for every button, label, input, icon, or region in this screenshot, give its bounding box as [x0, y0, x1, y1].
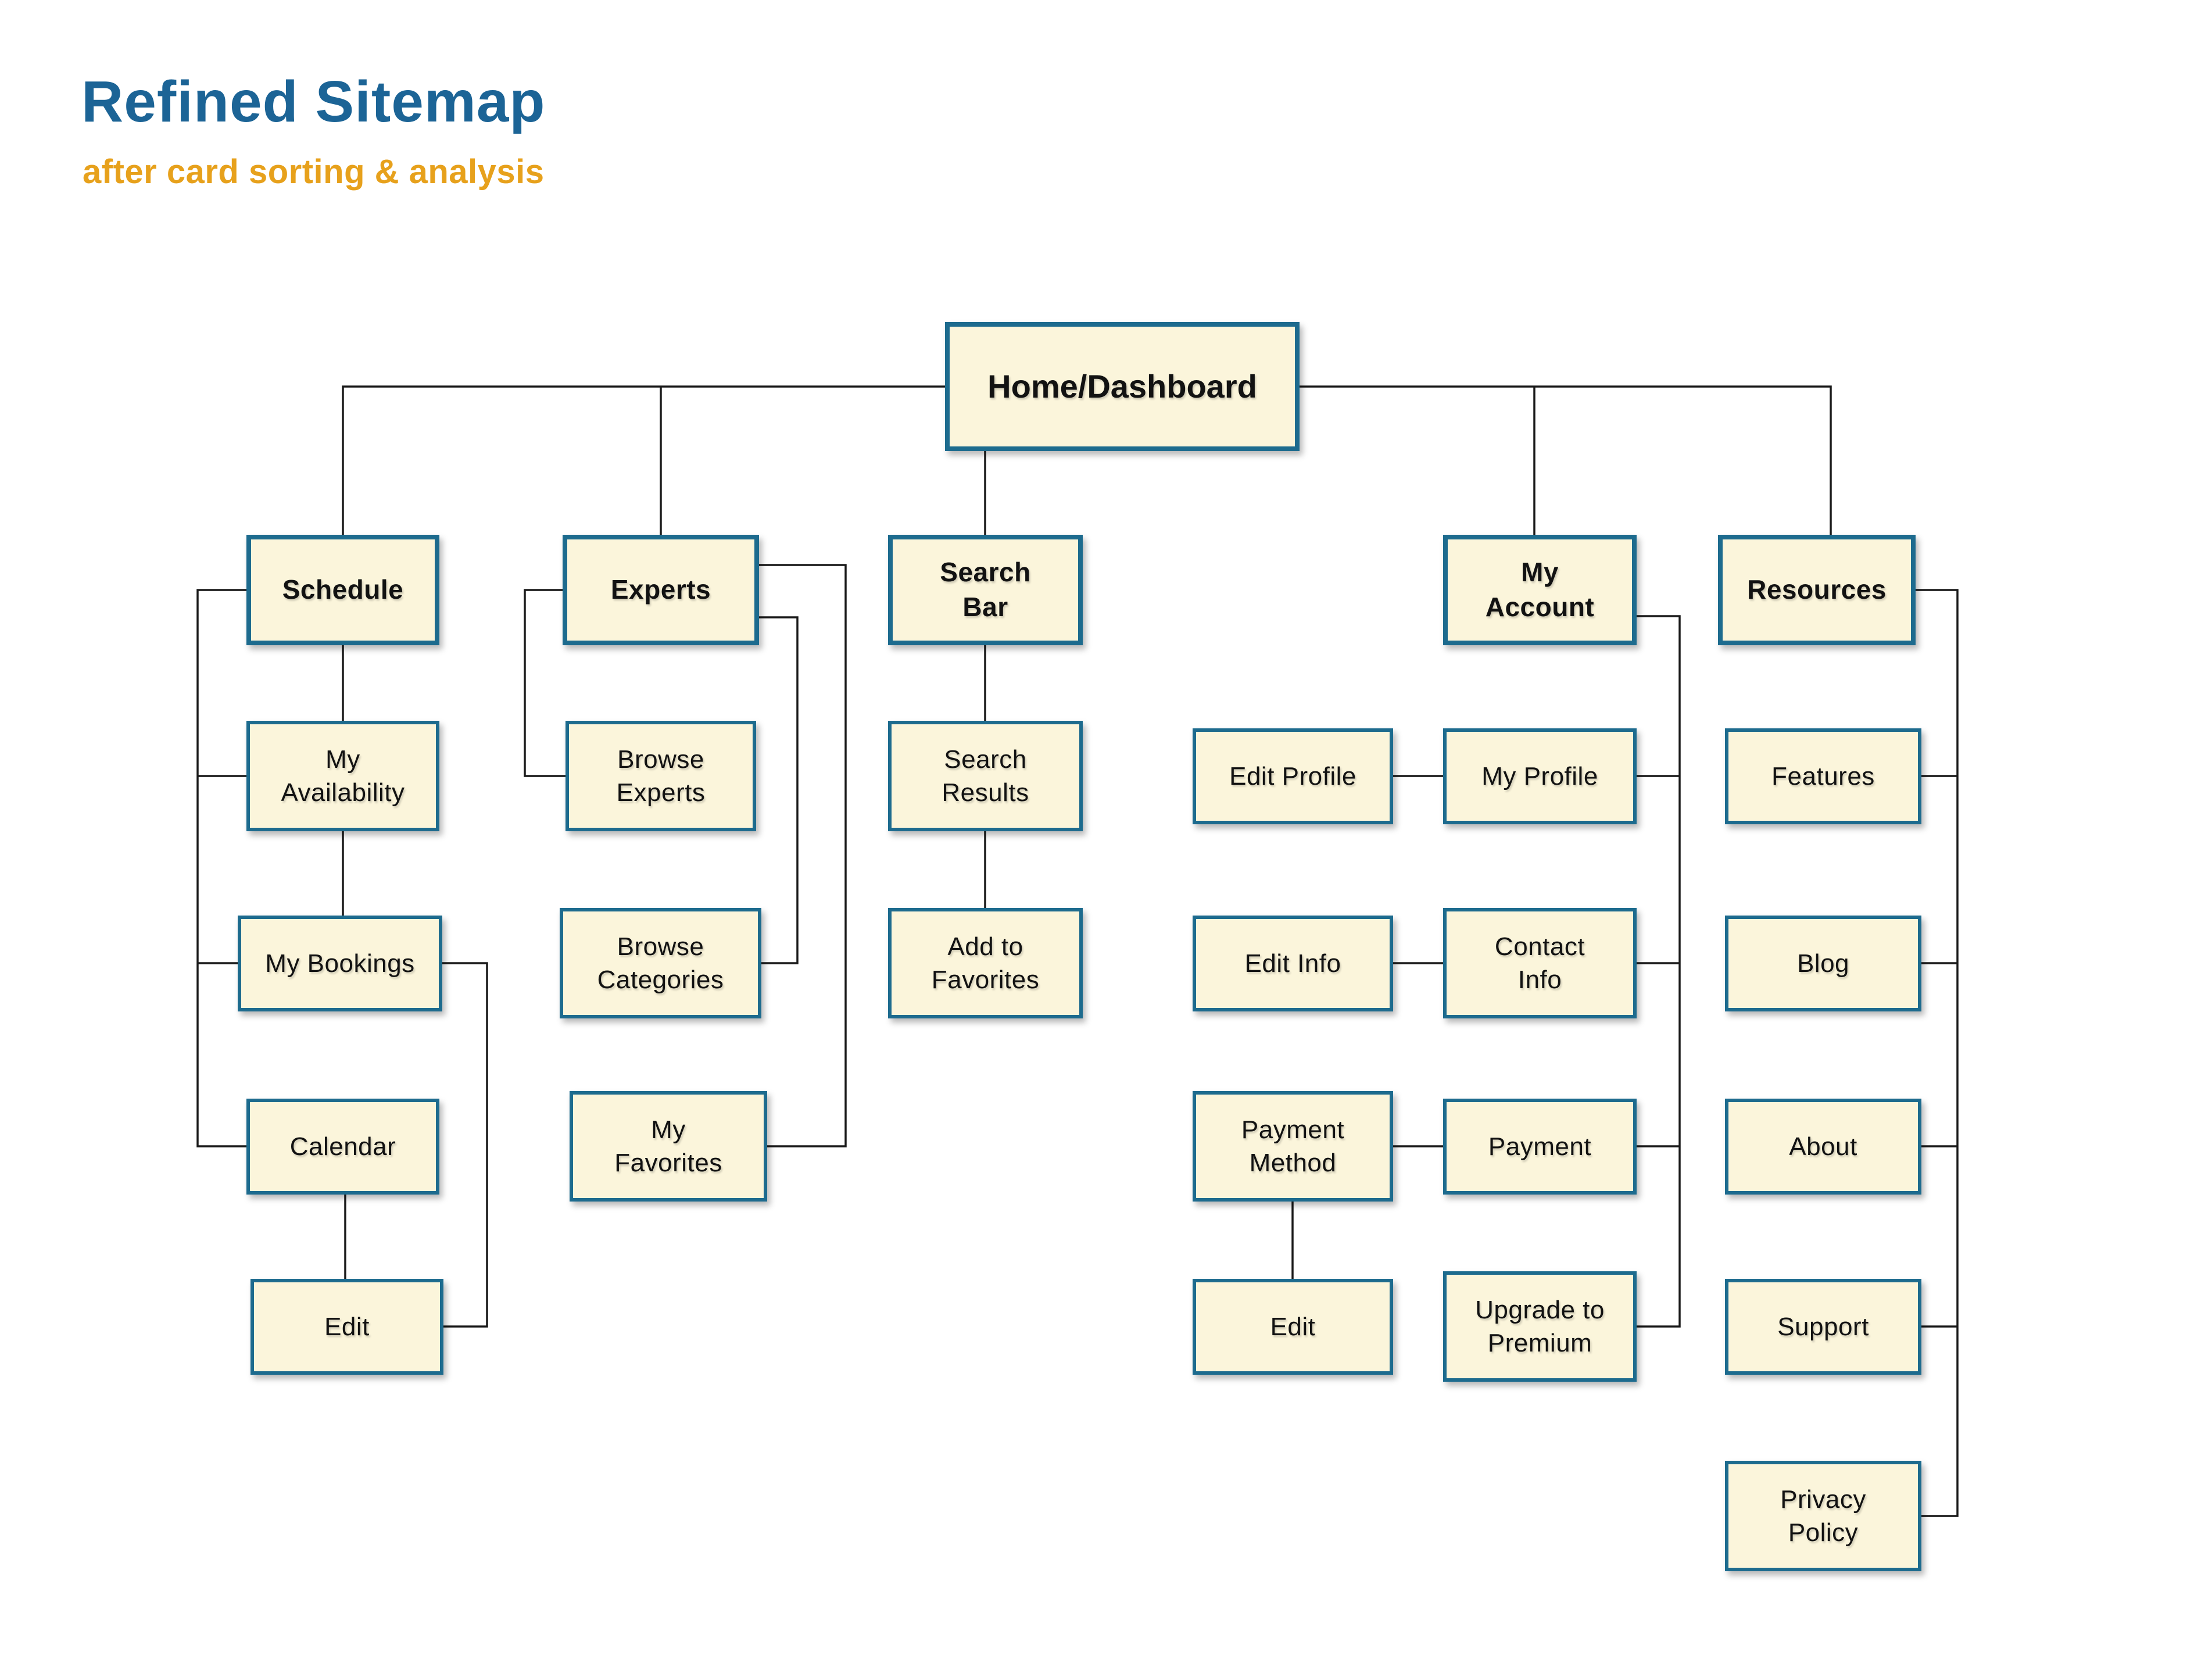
node-experts: Experts: [563, 535, 759, 645]
node-support: Support: [1725, 1279, 1921, 1375]
node-contact-info: Contact Info: [1443, 908, 1637, 1018]
connector-schedule-left-bracket: [196, 589, 246, 1147]
node-edit-profile: Edit Profile: [1193, 728, 1393, 824]
node-my-favorites: My Favorites: [570, 1091, 767, 1202]
node-edit-info: Edit Info: [1193, 916, 1393, 1011]
node-add-to-favorites: Add to Favorites: [888, 908, 1083, 1018]
node-resources: Resources: [1718, 535, 1916, 645]
node-payment-method: Payment Method: [1193, 1091, 1393, 1202]
page-title: Refined Sitemap: [81, 69, 546, 134]
node-about: About: [1725, 1099, 1921, 1195]
node-privacy-policy: Privacy Policy: [1725, 1461, 1921, 1571]
node-schedule-edit: Edit: [250, 1279, 443, 1375]
connector-home-right-rail: [1300, 385, 1832, 535]
connector-mybookings-edit-bracket: [442, 962, 488, 1328]
node-browse-experts: Browse Experts: [565, 721, 756, 831]
node-search-bar: Search Bar: [888, 535, 1083, 645]
node-my-bookings: My Bookings: [238, 916, 442, 1011]
node-search-results: Search Results: [888, 721, 1083, 831]
node-payment-edit: Edit: [1193, 1279, 1393, 1375]
connector-home-left-rail: [342, 385, 945, 535]
node-features: Features: [1725, 728, 1921, 824]
node-blog: Blog: [1725, 916, 1921, 1011]
node-payment: Payment: [1443, 1099, 1637, 1195]
node-upgrade-to-premium: Upgrade to Premium: [1443, 1271, 1637, 1382]
node-browse-categories: Browse Categories: [560, 908, 761, 1018]
node-calendar: Calendar: [246, 1099, 439, 1195]
node-my-availability: My Availability: [246, 721, 439, 831]
connector-experts-browsecategories-bracket: [759, 616, 799, 964]
connector-resources-right-bracket: [1916, 589, 1959, 1517]
node-my-profile: My Profile: [1443, 728, 1637, 824]
connector-experts-browseexperts-bracket: [524, 589, 565, 777]
node-my-account: My Account: [1443, 535, 1637, 645]
connector-myaccount-right-bracket: [1637, 615, 1681, 1328]
node-schedule: Schedule: [246, 535, 439, 645]
node-home-dashboard: Home/Dashboard: [945, 322, 1300, 451]
page-subtitle: after card sorting & analysis: [83, 153, 545, 191]
connector-experts-myfavorites-bracket: [759, 564, 847, 1147]
